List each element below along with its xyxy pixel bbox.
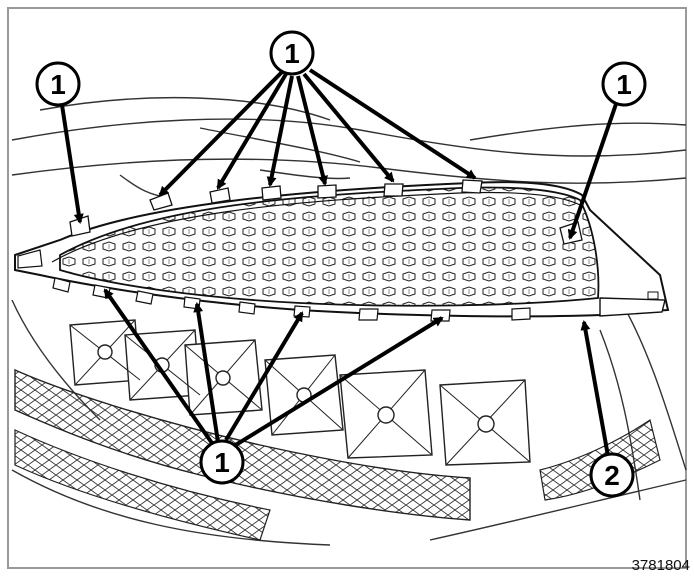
figure-number: 3781804: [631, 557, 690, 574]
upper-grille-bezel: [14, 181, 670, 318]
callout-bottom-center-label: 1: [214, 447, 230, 478]
arrow-bezel: [580, 320, 610, 457]
callout-top-right-label: 1: [616, 69, 632, 100]
arrow-top-clip-3: [266, 75, 294, 187]
arrow-bottom-clip-3: [224, 311, 304, 442]
figure-border: [7, 7, 687, 569]
arrow-top-clip-4: [296, 75, 328, 186]
callout-top-center-label: 1: [284, 38, 300, 69]
callout-bottom-center: 1: [199, 439, 245, 485]
callout-bezel-label: 2: [604, 460, 620, 491]
arrow-bottom-clip-1: [103, 288, 216, 448]
arrow-right-clip: [567, 103, 618, 240]
arrow-bottom-clip-4: [232, 316, 444, 448]
callout-bezel: 2: [589, 452, 635, 498]
arrow-top-clip-2: [216, 72, 288, 190]
arrow-top-clip-1: [158, 70, 284, 197]
callout-top-left-label: 1: [50, 69, 66, 100]
arrow-top-clip-6: [308, 68, 477, 180]
callout-top-center: 1: [269, 30, 315, 76]
arrow-bottom-clip-2: [193, 302, 220, 443]
callout-arrows: [60, 68, 618, 457]
callout-top-left: 1: [35, 61, 81, 107]
callout-top-right: 1: [601, 61, 647, 107]
arrow-top-clip-5: [302, 72, 395, 183]
arrow-left-clip: [60, 104, 84, 224]
